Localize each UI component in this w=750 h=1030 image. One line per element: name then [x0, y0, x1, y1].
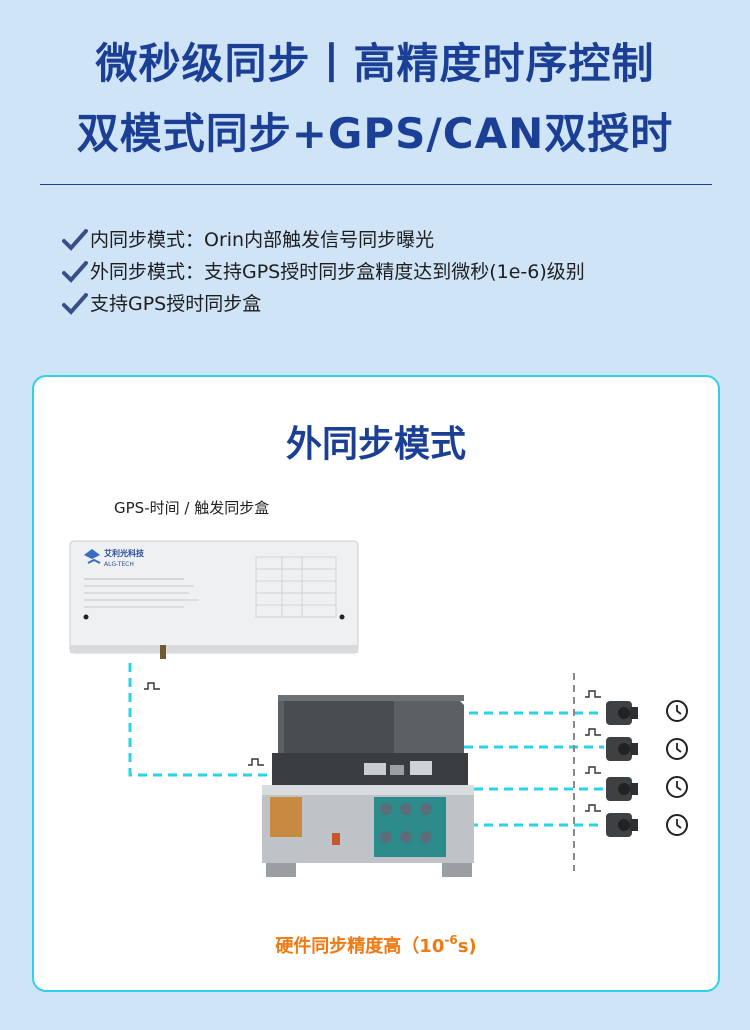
header-divider — [40, 184, 712, 185]
camera-row — [585, 804, 688, 837]
headline-line-1: 微秒级同步丨高精度时序控制 — [95, 39, 655, 88]
precision-exponent: -6 — [444, 933, 458, 947]
camera-icon — [606, 813, 638, 837]
pulse-icon — [144, 682, 160, 690]
sync-diagram: 艾利光科技 ALG-TECH — [69, 540, 688, 877]
card-title: 外同步模式 — [285, 424, 466, 465]
feature-list: 内同步模式：Orin内部触发信号同步曝光 外同步模式：支持GPS授时同步盒精度达… — [62, 224, 585, 320]
precision-note: 硬件同步精度高（10-6s) — [34, 932, 718, 958]
clock-icon — [666, 814, 688, 836]
brand-name-en: ALG-TECH — [104, 561, 134, 568]
camera-row — [585, 690, 688, 725]
gps-sync-box: 艾利光科技 ALG-TECH — [69, 540, 359, 659]
check-icon — [62, 293, 88, 315]
clock-icon — [666, 738, 688, 760]
orin-device — [262, 695, 474, 877]
pulse-icon — [585, 804, 601, 812]
brand-name-cn: 艾利光科技 — [104, 548, 145, 558]
camera-row — [585, 766, 688, 801]
pulse-icon — [248, 758, 264, 766]
feature-item: 支持GPS授时同步盒 — [62, 288, 585, 320]
camera-icon — [606, 737, 638, 761]
headline-line-2: 双模式同步+GPS/CAN双授时 — [76, 109, 674, 158]
check-icon — [62, 261, 88, 283]
feature-text: 外同步模式：支持GPS授时同步盒精度达到微秒(1e-6)级别 — [90, 261, 585, 283]
pulse-icon — [585, 728, 601, 736]
precision-prefix: 硬件同步精度高（10 — [275, 936, 445, 957]
feature-text: 支持GPS授时同步盒 — [90, 293, 262, 315]
feature-item: 外同步模式：支持GPS授时同步盒精度达到微秒(1e-6)级别 — [62, 256, 585, 288]
feature-item: 内同步模式：Orin内部触发信号同步曝光 — [62, 224, 585, 256]
feature-text: 内同步模式：Orin内部触发信号同步曝光 — [90, 229, 435, 251]
check-icon — [62, 229, 88, 251]
pulse-icon — [585, 690, 601, 698]
pulse-icon — [585, 766, 601, 774]
sync-diagram-card: 外同步模式 GPS-时间 / 触发同步盒 艾利光科技 ALG-TECH — [32, 375, 720, 992]
sync-box-label: GPS-时间 / 触发同步盒 — [114, 499, 270, 517]
clock-icon — [666, 700, 688, 722]
clock-icon — [666, 776, 688, 798]
precision-suffix: s) — [457, 936, 477, 957]
camera-icon — [606, 777, 638, 801]
brand-logo — [84, 549, 101, 564]
camera-icon — [606, 701, 638, 725]
camera-row — [585, 728, 688, 761]
